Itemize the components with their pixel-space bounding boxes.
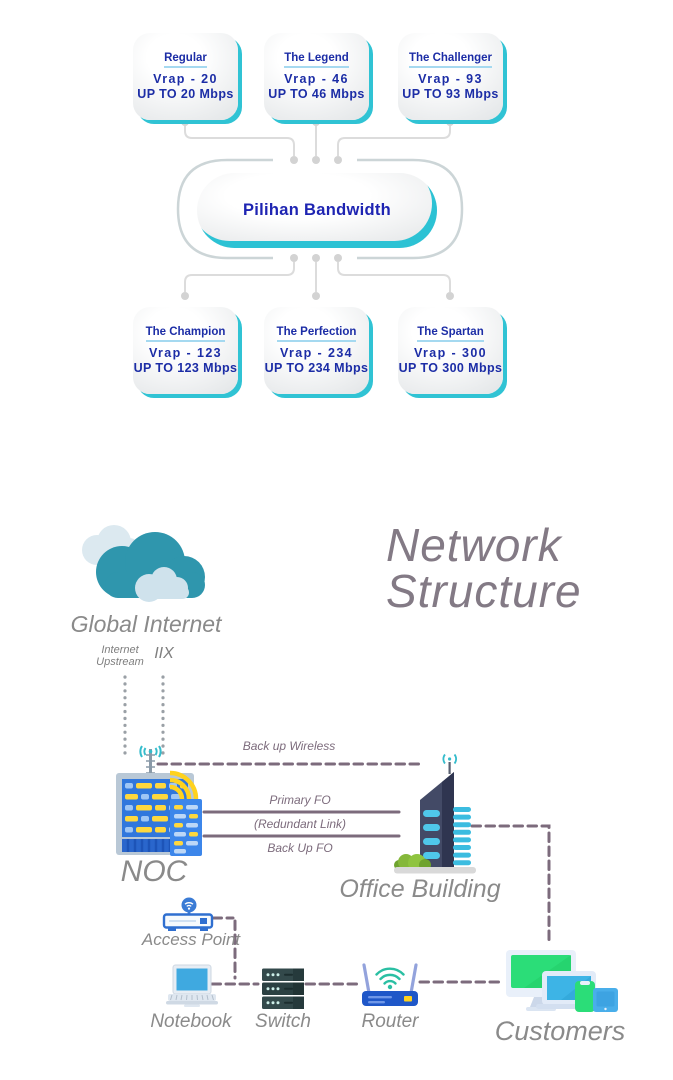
plan-name-text: The Challenger bbox=[408, 52, 493, 68]
backup-fo-label: Back Up FO bbox=[267, 841, 333, 855]
tower-lights bbox=[174, 805, 198, 854]
title-line-2: Structure bbox=[386, 565, 582, 617]
pill-label: Pilihan Bandwidth bbox=[242, 201, 392, 219]
plan-name-label: The Legend bbox=[284, 52, 349, 68]
office-building-label: Office Building bbox=[339, 875, 501, 903]
plan-speed-label: UP TO 20 Mbps bbox=[137, 87, 234, 101]
plan-name-label: Regular bbox=[164, 52, 207, 68]
plan-package-label: Vrap - 93 bbox=[418, 72, 483, 86]
noc-building-icon bbox=[116, 745, 202, 856]
backup-wireless-label: Back up Wireless bbox=[242, 739, 336, 753]
plan-package-label: Vrap - 46 bbox=[284, 72, 349, 86]
upstream-dotted-lines bbox=[123, 675, 165, 755]
wifi-signal-icon bbox=[375, 967, 405, 985]
antenna-icon bbox=[139, 745, 162, 775]
switch-icon bbox=[262, 968, 304, 1009]
antenna-icon bbox=[409, 963, 418, 995]
plan-name-label: The Champion bbox=[145, 326, 226, 342]
access-point-icon bbox=[162, 897, 214, 931]
plan-package-label: Vrap - 300 bbox=[413, 346, 488, 360]
dashed-links bbox=[156, 762, 551, 986]
plan-name-label: The Perfection bbox=[276, 326, 357, 342]
switch-unit bbox=[262, 982, 304, 995]
plan-speed-label: UP TO 123 Mbps bbox=[133, 361, 238, 375]
plan-name-text: The Champion bbox=[145, 326, 226, 342]
notebook-label: Notebook bbox=[150, 1011, 232, 1032]
wifi-signal-icon bbox=[442, 753, 457, 765]
plan-card-regular: Regular Vrap - 20 UP TO 20 Mbps bbox=[133, 33, 238, 120]
switch-unit bbox=[262, 996, 304, 1009]
customers-label: Customers bbox=[494, 1016, 626, 1046]
base-platform bbox=[394, 867, 476, 874]
router-label: Router bbox=[361, 1011, 419, 1032]
wifi-signal-icon bbox=[169, 770, 199, 800]
wifi-signal-icon bbox=[139, 745, 162, 758]
global-internet-label: Global Internet bbox=[70, 611, 222, 637]
router-icon bbox=[362, 963, 418, 1006]
primary-fo-label: Primary FO bbox=[269, 793, 331, 807]
tablet-icon bbox=[593, 988, 618, 1012]
plan-card-the-spartan: The Spartan Vrap - 300 UP TO 300 Mbps bbox=[398, 307, 503, 394]
plan-name-text: Regular bbox=[164, 52, 207, 68]
switch-label: Switch bbox=[255, 1011, 311, 1032]
noc-label: NOC bbox=[120, 855, 188, 888]
pill-outline-arcs bbox=[176, 158, 464, 260]
plan-card-the-champion: The Champion Vrap - 123 UP TO 123 Mbps bbox=[133, 307, 238, 394]
cyan-tower bbox=[453, 807, 471, 866]
plan-package-label: Vrap - 123 bbox=[148, 346, 223, 360]
plan-package-label: Vrap - 234 bbox=[279, 346, 354, 360]
internet-upstream-label: Internet Upstream bbox=[96, 644, 144, 668]
switch-unit bbox=[262, 968, 304, 981]
redundant-link-label: (Redundant Link) bbox=[253, 817, 347, 831]
front-cloud bbox=[135, 567, 189, 602]
pilihan-bandwidth-pill: Pilihan Bandwidth bbox=[197, 173, 437, 248]
plan-card-the-challenger: The Challenger Vrap - 93 UP TO 93 Mbps bbox=[398, 33, 503, 120]
plan-speed-label: UP TO 300 Mbps bbox=[398, 361, 503, 375]
wifi-signal-icon bbox=[184, 902, 194, 907]
plan-name-label: The Spartan bbox=[417, 326, 484, 342]
fiber-links bbox=[202, 810, 401, 838]
plan-card-the-legend: The Legend Vrap - 46 UP TO 46 Mbps bbox=[264, 33, 369, 120]
cloud-icon bbox=[82, 525, 205, 602]
plan-package-label: Vrap - 20 bbox=[153, 72, 218, 86]
connector-dots bbox=[181, 118, 454, 300]
plan-speed-label: UP TO 46 Mbps bbox=[268, 87, 365, 101]
iix-label: IIX bbox=[154, 645, 174, 662]
windows bbox=[423, 810, 440, 859]
smartphone-icon bbox=[575, 981, 595, 1012]
plan-speed-label: UP TO 234 Mbps bbox=[264, 361, 369, 375]
antenna-icon bbox=[442, 753, 457, 774]
connector-lines bbox=[184, 126, 451, 292]
plan-name-text: The Legend bbox=[284, 52, 349, 68]
customers-devices-icon bbox=[506, 950, 618, 1012]
title-line-1: Network bbox=[386, 519, 562, 571]
notebook-icon bbox=[166, 964, 218, 1007]
access-point-label: Access Point bbox=[141, 930, 241, 949]
bandwidth-connector-lines bbox=[176, 118, 464, 300]
plan-name-text: The Perfection bbox=[276, 326, 357, 342]
plan-card-the-perfection: The Perfection Vrap - 234 UP TO 234 Mbps bbox=[264, 307, 369, 394]
network-structure-title: Network Structure bbox=[386, 522, 582, 614]
plan-name-text: The Spartan bbox=[417, 326, 484, 342]
antenna-icon bbox=[362, 963, 371, 995]
plan-name-label: The Challenger bbox=[408, 52, 493, 68]
office-building-icon bbox=[394, 753, 476, 874]
plan-speed-label: UP TO 93 Mbps bbox=[402, 87, 499, 101]
